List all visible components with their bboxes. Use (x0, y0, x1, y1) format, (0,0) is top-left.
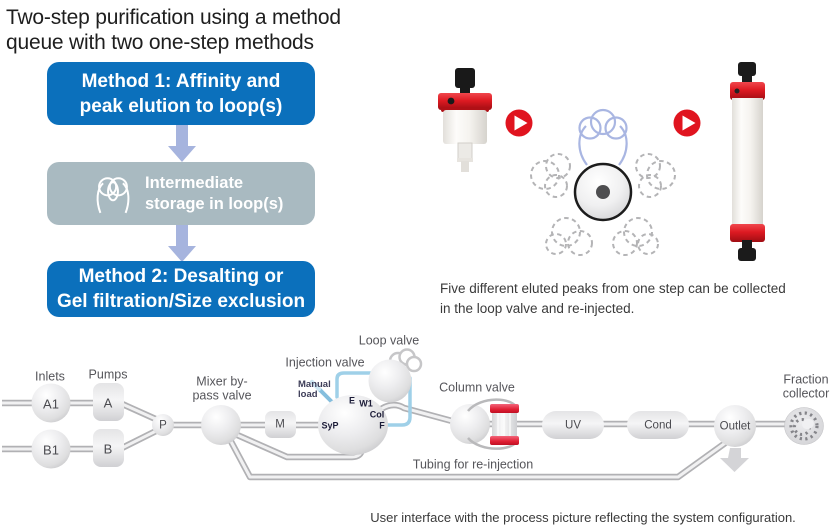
outlet-valve-node (714, 405, 756, 472)
flow-step-method1-label: Method 1: Affinity and peak elution to l… (79, 70, 283, 117)
pump-a-label: A (103, 395, 113, 411)
cond-label: Cond (644, 419, 672, 432)
mixer-bypass-valve-node (201, 405, 241, 445)
flow-arrow-down-2 (168, 225, 196, 262)
uv-monitor-node (542, 411, 604, 439)
port-col-label: Col (369, 409, 385, 420)
port-w1-label: W1 (359, 398, 373, 409)
uv-label: UV (565, 419, 581, 432)
flow-arrow-down-1 (168, 125, 196, 162)
pressure-label: P (159, 419, 167, 432)
play-icon (505, 109, 533, 137)
tubing-reinjection-label: Tubing for re-injection (412, 457, 534, 472)
inlet-b1-label: B1 (43, 442, 59, 458)
flow-step-intermediate-label: Intermediate storage in loop(s) (145, 173, 284, 213)
loop-tubing (335, 371, 412, 427)
pump-b-label: B (103, 441, 113, 457)
fraction-collector-node (784, 407, 824, 445)
mixer-bypass-valve-label: Mixer by- pass valve (192, 374, 252, 402)
play-icon (673, 109, 701, 137)
flow-step-intermediate: Intermediate storage in loop(s) (47, 162, 315, 225)
label-inlets: Inlets (35, 369, 65, 384)
dashed-loops (530, 153, 676, 256)
inlet-a1-node (31, 383, 71, 423)
manual-load-label: Manual load (298, 379, 331, 400)
fraction-collector-label: Fraction collector (782, 372, 830, 400)
column-on-valve (490, 404, 519, 445)
column-valve-label: Column valve (439, 380, 515, 395)
flow-step-method1: Method 1: Affinity and peak elution to l… (47, 62, 315, 125)
hiprep-column-photo (730, 62, 765, 261)
inlet-b1-node (31, 429, 71, 469)
pump-b-node (93, 429, 124, 467)
filled-loop (578, 108, 628, 166)
mixer-node (265, 411, 296, 438)
loops-icon (96, 176, 130, 213)
injection-valve-node (318, 395, 388, 455)
waste-arrow-icon (720, 448, 749, 472)
port-syp-label: SyP (321, 420, 339, 431)
loop-valve-node (368, 348, 423, 403)
pressure-node (152, 414, 174, 436)
injection-valve-label: Injection valve (285, 355, 365, 370)
port-e-label: E (348, 395, 356, 406)
cond-monitor-node (627, 411, 689, 439)
illustration-caption: Five different eluted peaks from one ste… (440, 281, 786, 316)
flow-step-method2-label: Method 2: Desalting or Gel filtration/Si… (56, 266, 306, 312)
footer-caption: User interface with the process picture … (370, 510, 796, 525)
flow-step-method2: Method 2: Desalting or Gel filtration/Si… (47, 261, 315, 317)
manual-load-syringe-icon (310, 380, 334, 404)
pump-a-node (93, 383, 124, 421)
mixer-label: M (275, 418, 285, 431)
page-title: Two-step purification using a method que… (6, 6, 341, 54)
label-pumps: Pumps (88, 367, 128, 382)
inlet-a1-label: A1 (43, 396, 59, 412)
hitrap-column-photo (438, 68, 492, 172)
outlet-label: Outlet (719, 420, 751, 433)
port-f-label: F (379, 420, 385, 431)
loop-valve-illustration (530, 108, 676, 256)
loop-valve-label: Loop valve (358, 333, 420, 348)
